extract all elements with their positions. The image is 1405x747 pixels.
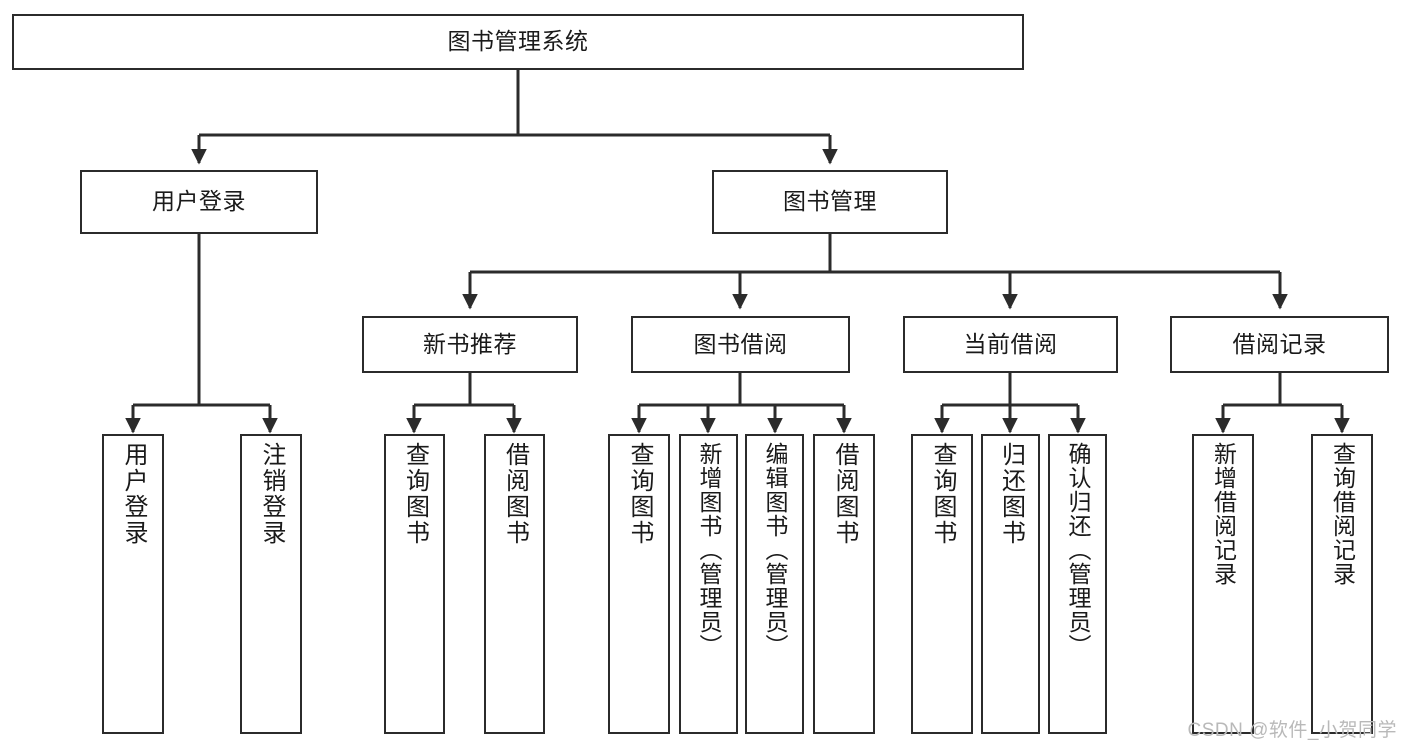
node-leaf-return-book-label: 归还图书 bbox=[997, 442, 1025, 546]
node-leaf-edit-book-label: 编辑图书（管理员） bbox=[762, 442, 788, 658]
node-leaf-query-book-1[interactable]: 查询图书 bbox=[384, 434, 445, 734]
node-borrow-record-label: 借阅记录 bbox=[1232, 330, 1327, 357]
node-new-book-recommend-label: 新书推荐 bbox=[423, 330, 517, 357]
node-leaf-add-record[interactable]: 新增借阅记录 bbox=[1192, 434, 1254, 734]
node-new-book-recommend[interactable]: 新书推荐 bbox=[362, 316, 578, 373]
node-leaf-add-book-label: 新增图书（管理员） bbox=[696, 442, 722, 658]
csdn-watermark: CSDN @软件_小贺同学 bbox=[1187, 720, 1397, 741]
node-leaf-user-login[interactable]: 用户登录 bbox=[102, 434, 164, 734]
node-leaf-query-record[interactable]: 查询借阅记录 bbox=[1311, 434, 1373, 734]
node-borrow-record[interactable]: 借阅记录 bbox=[1170, 316, 1389, 373]
node-leaf-confirm-return[interactable]: 确认归还（管理员） bbox=[1048, 434, 1107, 734]
node-leaf-query-record-label: 查询借阅记录 bbox=[1329, 442, 1356, 586]
node-leaf-query-book-3-label: 查询图书 bbox=[929, 442, 956, 546]
node-leaf-add-record-label: 新增借阅记录 bbox=[1210, 442, 1237, 586]
node-root-label: 图书管理系统 bbox=[447, 28, 589, 55]
node-leaf-edit-book[interactable]: 编辑图书（管理员） bbox=[745, 434, 804, 734]
node-leaf-borrow-book-2-label: 借阅图书 bbox=[831, 442, 858, 546]
node-leaf-query-book-3[interactable]: 查询图书 bbox=[911, 434, 973, 734]
node-leaf-logout[interactable]: 注销登录 bbox=[240, 434, 302, 734]
node-leaf-user-login-label: 用户登录 bbox=[120, 442, 147, 546]
node-leaf-query-book-1-label: 查询图书 bbox=[401, 442, 429, 546]
node-leaf-logout-label: 注销登录 bbox=[258, 442, 285, 546]
node-book-borrow-label: 图书借阅 bbox=[693, 330, 788, 357]
node-user-login[interactable]: 用户登录 bbox=[80, 170, 318, 234]
node-leaf-borrow-book-1-label: 借阅图书 bbox=[501, 442, 529, 546]
node-book-borrow[interactable]: 图书借阅 bbox=[631, 316, 850, 373]
node-leaf-query-book-2[interactable]: 查询图书 bbox=[608, 434, 670, 734]
node-leaf-borrow-book-1[interactable]: 借阅图书 bbox=[484, 434, 545, 734]
node-leaf-confirm-return-label: 确认归还（管理员） bbox=[1065, 442, 1091, 658]
node-leaf-return-book[interactable]: 归还图书 bbox=[981, 434, 1040, 734]
node-leaf-add-book[interactable]: 新增图书（管理员） bbox=[679, 434, 738, 734]
node-leaf-query-book-2-label: 查询图书 bbox=[626, 442, 653, 546]
node-current-borrow-label: 当前借阅 bbox=[963, 330, 1058, 357]
node-leaf-borrow-book-2[interactable]: 借阅图书 bbox=[813, 434, 875, 734]
node-book-manage[interactable]: 图书管理 bbox=[712, 170, 948, 234]
node-book-manage-label: 图书管理 bbox=[783, 188, 877, 215]
node-root[interactable]: 图书管理系统 bbox=[12, 14, 1024, 70]
node-current-borrow[interactable]: 当前借阅 bbox=[903, 316, 1118, 373]
node-user-login-label: 用户登录 bbox=[152, 188, 246, 215]
